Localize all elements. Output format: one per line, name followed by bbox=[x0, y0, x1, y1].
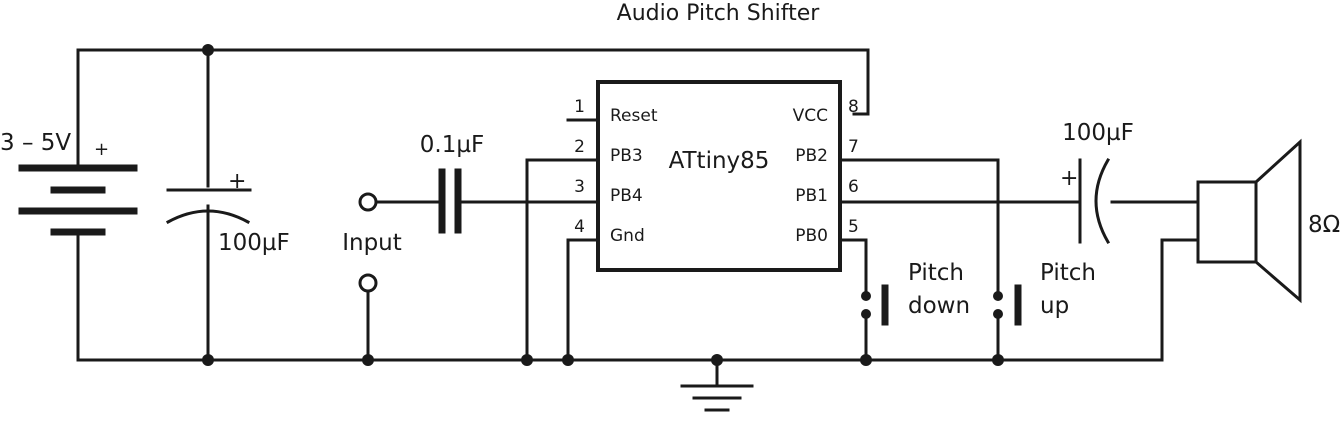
chip-left-wiring bbox=[525, 118, 600, 362]
input-terminal-signal bbox=[358, 192, 378, 212]
ground-symbol bbox=[680, 358, 754, 412]
pin-label: PB1 bbox=[795, 186, 828, 206]
input-terminal-ground bbox=[358, 273, 378, 293]
pin-label: PB0 bbox=[795, 226, 828, 246]
pin-number: 4 bbox=[574, 217, 585, 237]
supply-cap-value: 100µF bbox=[218, 230, 290, 256]
chip-right-wiring bbox=[838, 158, 1198, 362]
pin-number: 1 bbox=[574, 97, 585, 117]
pin-label: VCC bbox=[793, 106, 828, 126]
output-cap-value: 100µF bbox=[1062, 120, 1134, 146]
pitch-down-label-line2: down bbox=[908, 293, 970, 319]
pitch-down-label-line1: Pitch bbox=[908, 260, 964, 286]
input-cap-value: 0.1µF bbox=[420, 132, 484, 158]
pin-label: PB3 bbox=[610, 146, 643, 166]
output-capacitor bbox=[1078, 157, 1111, 245]
battery-voltage-label: 3 – 5V bbox=[0, 130, 71, 156]
input-capacitor bbox=[438, 168, 600, 234]
output-cap-plus-sign: + bbox=[1060, 166, 1078, 191]
input-jack bbox=[358, 192, 442, 362]
chip-name: ATtiny85 bbox=[669, 148, 770, 174]
supply-capacitor bbox=[165, 188, 252, 225]
pitch-up-label-line2: up bbox=[1040, 293, 1069, 319]
pin-number: 2 bbox=[574, 137, 585, 157]
pitch-up-button bbox=[993, 284, 1022, 326]
vcc-rail bbox=[76, 44, 870, 188]
attiny85-chip bbox=[596, 80, 842, 272]
supply-cap-plus-sign: + bbox=[228, 169, 246, 194]
pin-number: 6 bbox=[848, 177, 859, 197]
diagram-title: Audio Pitch Shifter bbox=[617, 1, 821, 26]
pitch-down-button bbox=[861, 284, 889, 326]
pin-number: 5 bbox=[848, 217, 859, 237]
speaker-impedance: 8Ω bbox=[1308, 212, 1340, 238]
pin-label: PB4 bbox=[610, 186, 643, 206]
pin-label: Reset bbox=[610, 106, 658, 126]
input-label: Input bbox=[342, 230, 402, 256]
pin-number: 3 bbox=[574, 177, 585, 197]
pin-number: 7 bbox=[848, 137, 859, 157]
battery-plus-sign: + bbox=[94, 139, 109, 160]
speaker-icon bbox=[1196, 138, 1302, 304]
pin-label: Gnd bbox=[610, 226, 645, 246]
battery bbox=[18, 138, 138, 236]
pitch-up-label-line1: Pitch bbox=[1040, 260, 1096, 286]
pin-label: PB2 bbox=[795, 146, 828, 166]
pin-number: 8 bbox=[848, 97, 859, 117]
